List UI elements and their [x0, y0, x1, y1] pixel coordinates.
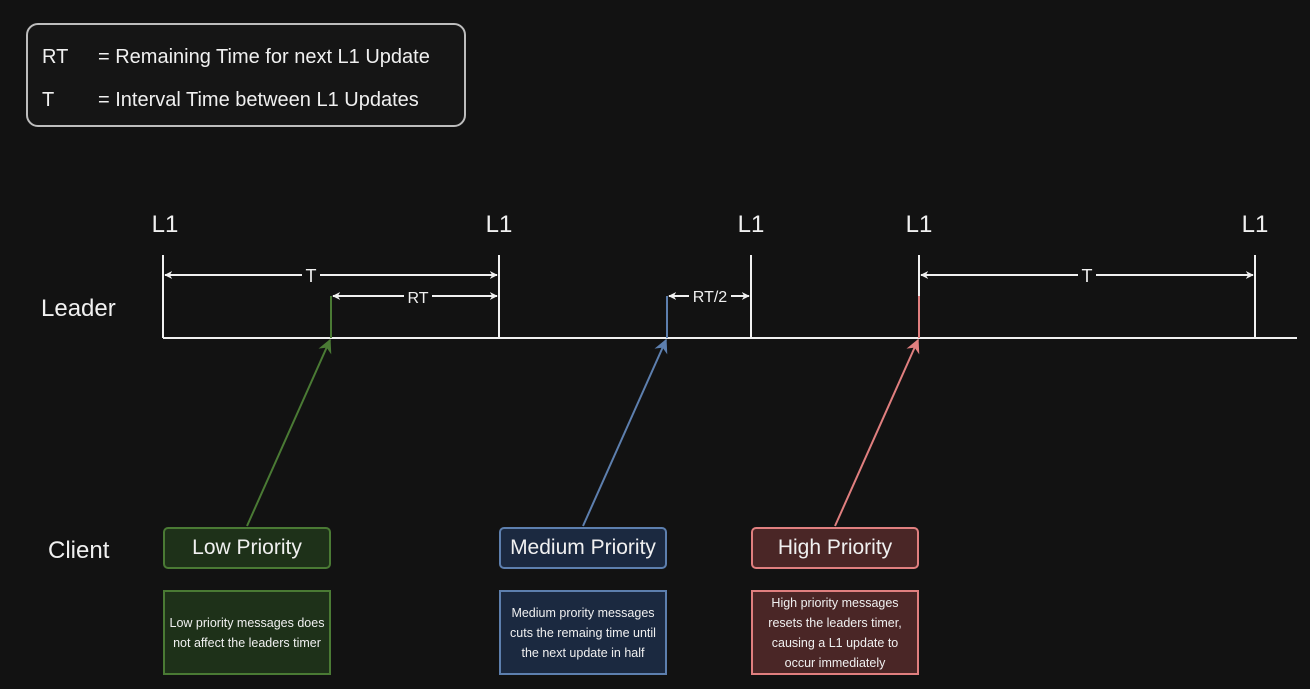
high-priority-label: High Priority — [777, 536, 893, 559]
interval-label-t-first: T — [306, 266, 317, 286]
low-priority-label: Low Priority — [192, 536, 302, 559]
medium-priority-description-box: Medium prority messages cuts the remaing… — [499, 590, 667, 675]
low-priority-box: Low Priority — [163, 527, 331, 569]
l1-tick-label: L1 — [906, 211, 933, 238]
l1-tick-label: L1 — [738, 211, 765, 238]
medium-priority-box: Medium Priority — [499, 527, 667, 569]
interval-label-bg — [404, 288, 432, 306]
legend-abbr-rt: RT — [42, 46, 69, 68]
interval-label-rt: RT — [407, 290, 428, 307]
l1-tick-label: L1 — [1242, 211, 1269, 238]
high-priority-description-box: High priority messages resets the leader… — [751, 590, 919, 675]
legend-definition-rt: = Remaining Time for next L1 Update — [98, 46, 430, 68]
interval-label-bg — [302, 265, 320, 287]
high-priority-message-arrow — [834, 338, 920, 527]
high-priority-description: High priority messages resets the leader… — [768, 595, 902, 670]
medium-priority-label: Medium Priority — [510, 536, 656, 559]
interval-label-rt-half: RT/2 — [693, 289, 727, 306]
medium-priority-description: Medium prority messages cuts the remaing… — [510, 605, 656, 660]
legend-box: RT = Remaining Time for next L1 Update T… — [26, 23, 466, 127]
l1-tick-label: L1 — [152, 211, 179, 238]
medium-priority-message-arrow — [582, 338, 668, 527]
interval-label-bg — [1078, 265, 1096, 287]
interval-label-bg — [689, 287, 731, 305]
l1-tick-label: L1 — [486, 211, 513, 238]
low-priority-description: Low priority messages does not affect th… — [169, 615, 325, 650]
legend-abbr-t: T — [42, 89, 55, 111]
leader-lane-label: Leader — [41, 295, 116, 322]
low-priority-description-box: Low priority messages does not affect th… — [163, 590, 331, 675]
client-lane-label: Client — [48, 537, 110, 564]
legend-definition-t: = Interval Time between L1 Updates — [98, 89, 419, 111]
interval-label-t-last: T — [1082, 266, 1093, 286]
high-priority-box: High Priority — [751, 527, 919, 569]
low-priority-message-arrow — [246, 338, 332, 527]
